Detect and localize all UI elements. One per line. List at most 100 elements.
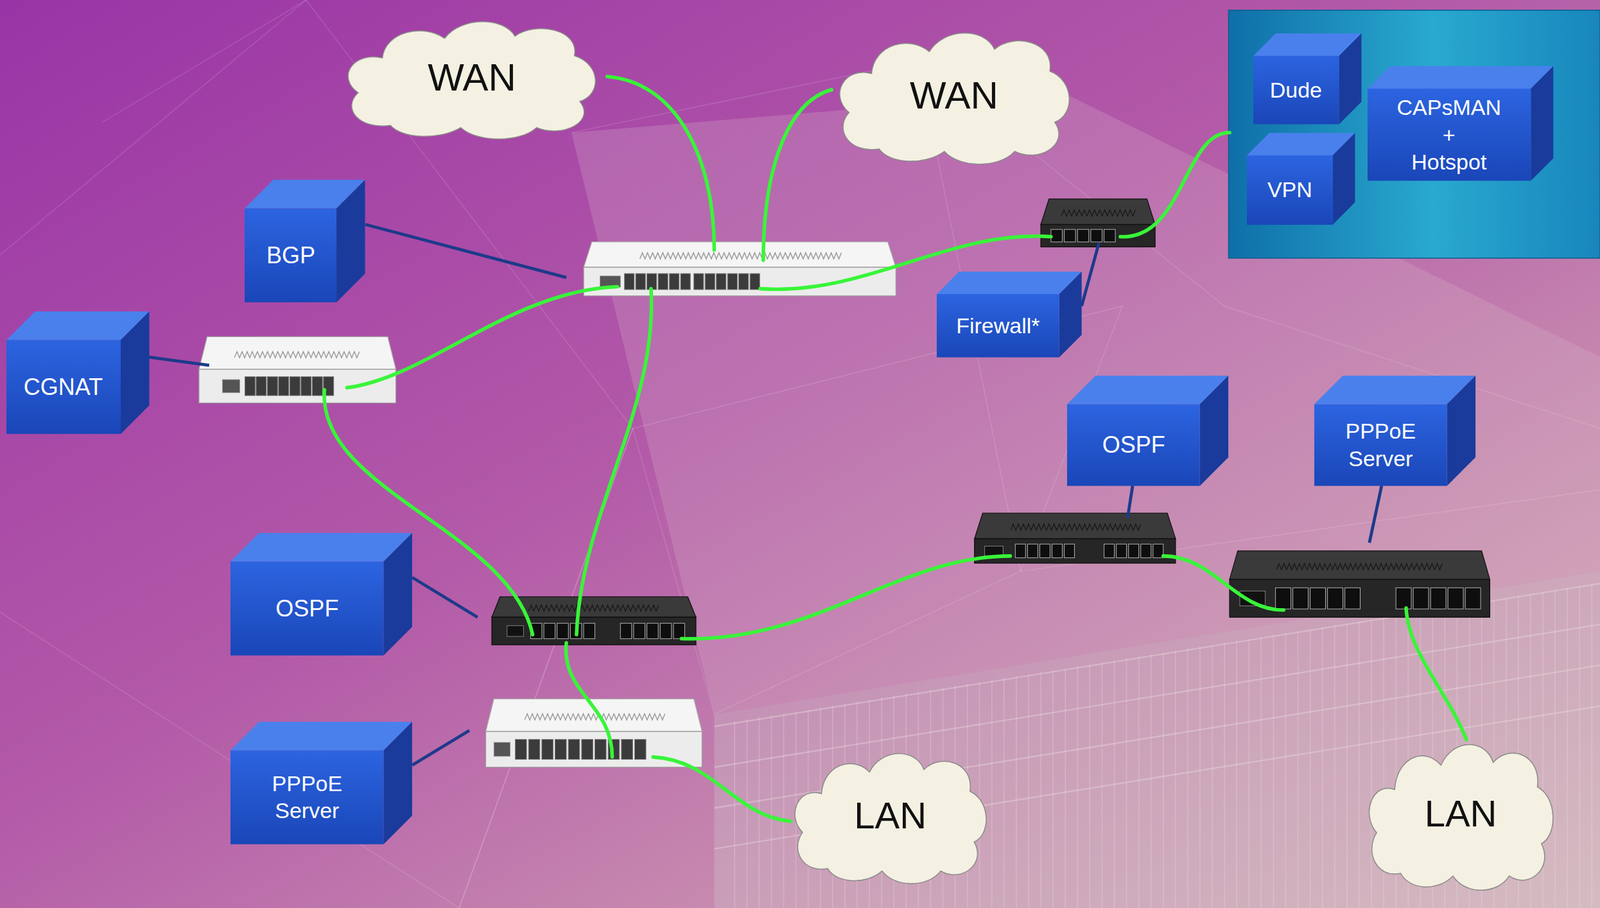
feature-cube: CGNAT [6,311,150,435]
ethernet-port [1395,587,1412,609]
node-face: WAN [858,48,1050,142]
node-face: Dude [1253,55,1340,124]
cube-shape [1067,375,1229,487]
leader-line [1081,242,1100,307]
ethernet-port [312,376,323,396]
cloud-label: WAN [909,71,999,120]
feature-cube: BGP [244,179,366,303]
background-line [0,611,460,908]
feature-label: CGNAT [23,372,103,402]
ethernet-port [555,739,567,759]
feature-cube: OSPF [1067,375,1229,487]
feature-label: Firewall* [956,312,1040,340]
network-cloud: LAN [785,742,996,888]
node-text-group: WAN [427,53,517,102]
router-top [1229,550,1490,580]
router-front [1229,579,1490,618]
railing-bar [1358,620,1360,908]
ethernet-port [660,623,671,639]
leader-line [412,577,478,618]
router-front [583,267,896,296]
cable-layer [324,76,1467,822]
railing-bar [1015,676,1018,908]
router-front [486,731,703,768]
router-vents [234,351,360,358]
feature-cube: CAPsMAN + Hotspot [1367,66,1554,181]
cloud-outline [839,33,1070,165]
railing-bar [1273,634,1275,908]
router-front [974,538,1176,564]
cube-front [244,208,337,302]
ethernet-port [680,273,691,290]
railing-rail [714,583,1600,727]
ethernet-port [1447,587,1464,609]
node-face: PPPoE Server [1314,403,1448,486]
ethernet-port [1064,543,1075,558]
router-top [1040,199,1156,225]
cube-shape [230,532,413,656]
sfp-port [984,545,1004,556]
cube-front [1253,55,1340,124]
leader-line [1127,485,1133,519]
ethernet-port [1064,229,1076,243]
services-panel [1228,10,1600,259]
ethernet-port [1345,587,1361,609]
ethernet-port [635,273,646,290]
network-cable [565,642,612,757]
network-cable [346,286,618,388]
railing-bar [1187,648,1189,908]
railing-bar [979,681,981,908]
railing-bar [1174,650,1177,908]
cloud-label: LAN [1424,790,1498,838]
cube-shape [6,311,150,435]
railing-bar [1101,661,1104,908]
railing-bar [1089,663,1091,908]
ethernet-port [704,273,715,290]
feature-cube: Firewall* [936,271,1082,358]
cube-front [1246,155,1333,225]
network-cable [1120,132,1230,237]
ethernet-port [1104,229,1116,243]
router-top [486,698,703,732]
leader-line [412,730,470,766]
router-device [199,336,397,403]
node-text-group: LAN [1424,790,1498,838]
node-face: Firewall* [936,294,1060,358]
ethernet-port [1128,543,1140,558]
feature-label: OSPF [1102,430,1166,460]
background-line [632,306,1123,715]
node-text-group: CAPsMAN + Hotspot [1397,93,1502,176]
ethernet-port [634,739,646,759]
cloud-outline [348,21,596,140]
cube-front [1367,88,1531,182]
ethernet-port [583,623,595,639]
router-top [974,513,1176,539]
sfp-port [507,625,524,637]
router-vents [1276,563,1443,571]
ethernet-port [694,273,704,290]
railing-bar [1591,583,1593,908]
router-vents [640,252,842,260]
router-front [199,369,397,403]
node-text-group: BGP [266,240,316,270]
railing-bar [1003,678,1005,908]
cube-side [1200,375,1229,487]
cube-side [1332,132,1356,225]
feature-cube: OSPF [230,532,413,656]
network-cloud: WAN [828,22,1080,169]
cube-shape [244,179,366,303]
ethernet-port [515,739,527,759]
cube-front [1067,403,1200,486]
sfp-port [493,742,510,757]
railing-bar [1199,646,1201,908]
ethernet-port [673,623,685,639]
feature-cube: VPN [1246,132,1355,225]
router-vents [528,604,659,612]
router-vents [524,713,666,720]
node-face: CAPsMAN + Hotspot [1367,88,1531,182]
railing-bar [1150,654,1152,908]
ethernet-port [528,739,540,759]
ethernet-port [1465,587,1481,609]
